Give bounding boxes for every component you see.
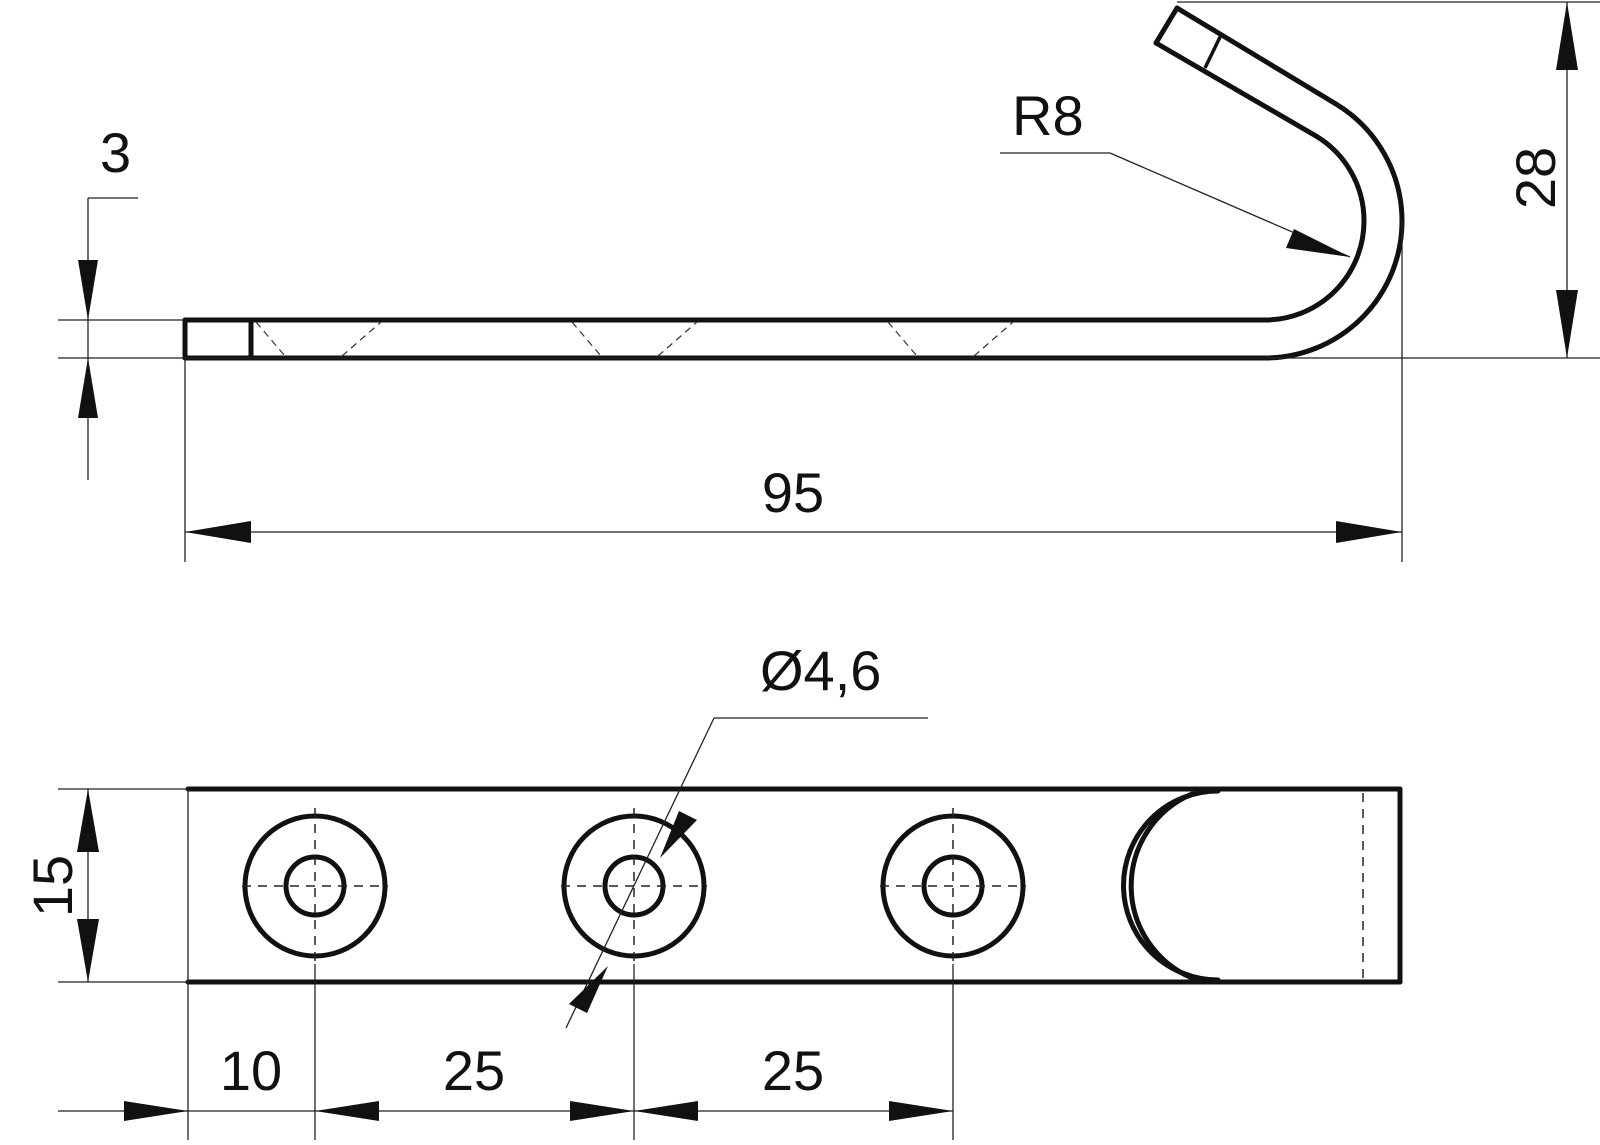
height-dimension: 28 xyxy=(1504,2,1578,358)
radius-dimension: R8 xyxy=(1000,84,1351,258)
mounting-hole-3 xyxy=(880,808,1026,964)
radius-dimension-label: R8 xyxy=(1012,84,1084,147)
thickness-dimension-label: 3 xyxy=(100,121,131,184)
first-hole-offset-label: 10 xyxy=(220,1039,282,1102)
top-view: 15 10 25 25 Ø4,6 xyxy=(21,639,1403,1140)
side-view: 3 95 R8 28 xyxy=(58,1,1600,562)
hole-diameter-label: Ø4,6 xyxy=(760,639,881,702)
hook-outer-contour xyxy=(182,5,1405,361)
hook-tip-section-line xyxy=(1203,34,1223,69)
hook-bend-curve-inner xyxy=(1121,788,1221,983)
hook-inner-contour xyxy=(182,40,1367,323)
pitch-2-label: 25 xyxy=(762,1039,824,1102)
hole-diameter-dimension: Ø4,6 xyxy=(565,639,928,1029)
hook-tip-end xyxy=(1153,5,1180,46)
hook-bend-curve-outer xyxy=(1128,791,1195,981)
mounting-hole-1 xyxy=(242,808,388,964)
pitch-1-label: 25 xyxy=(443,1039,505,1102)
height-dimension-label: 28 xyxy=(1504,147,1567,209)
bar-hatch-marks xyxy=(255,321,1014,357)
length-dimension: 95 xyxy=(185,461,1402,543)
hole-spacing-dimension: 10 25 25 xyxy=(58,1039,953,1121)
width-dimension: 15 xyxy=(21,789,99,982)
thickness-dimension: 3 xyxy=(78,121,138,480)
width-dimension-label: 15 xyxy=(21,855,84,917)
length-dimension-label: 95 xyxy=(762,461,824,524)
